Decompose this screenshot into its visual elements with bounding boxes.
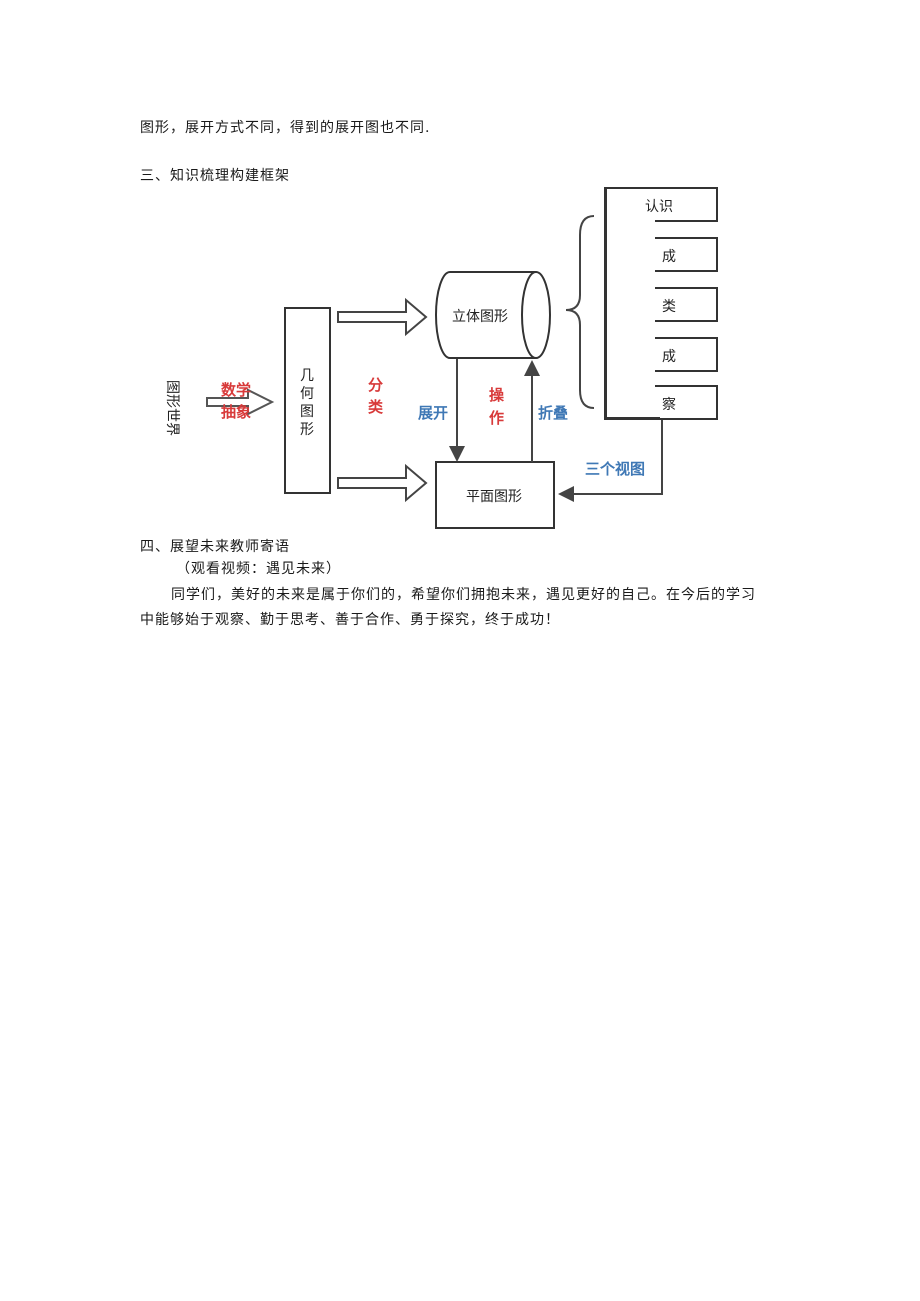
operate-label-2: 作 (489, 409, 504, 427)
section-heading-4: 四、展望未来教师寄语 (140, 539, 290, 555)
closing-paragraph-line-1: 同学们，美好的未来是属于你们的，希望你们拥抱未来，遇见更好的自己。在今后的学习 (171, 587, 756, 603)
list-item-label: 认识 (645, 199, 673, 215)
plane-figure-box (435, 461, 555, 529)
fold-label: 折叠 (538, 404, 568, 422)
list-item-label: 类 (662, 299, 676, 315)
plane-figure-label: 平面图形 (466, 489, 522, 505)
three-views-arrow (558, 420, 663, 502)
geometry-label-4: 形 (300, 422, 314, 438)
geometry-label-1: 几 (300, 368, 314, 384)
abstraction-label: 抽象 (221, 403, 251, 421)
section-heading-3: 三、知识梳理构建框架 (140, 168, 290, 184)
arrow-to-plane (337, 463, 428, 503)
classify-label-2: 类 (368, 398, 384, 416)
closing-paragraph-line-2: 中能够始于观察、勤于思考、善于合作、勇于探究，终于成功！ (140, 612, 560, 628)
list-item-label: 成 (662, 249, 676, 265)
list-item-label: 察 (662, 396, 676, 413)
left-label-part-1: 图形 (164, 380, 180, 408)
arrow-to-solid (337, 297, 428, 337)
geometry-label-3: 图 (300, 404, 314, 420)
geometry-figure-box (284, 307, 331, 494)
classify-label-1: 分 (368, 376, 383, 394)
curly-brace (565, 215, 595, 409)
video-note: （观看视频：遇见未来） (176, 561, 341, 577)
solid-figure-cylinder (435, 271, 551, 359)
knowledge-framework-diagram: 图形 世界 数学 抽象 几 何 图 形 分 类 立体图形 平面图形 展开 操 作… (164, 187, 718, 529)
three-views-label: 三个视图 (585, 460, 645, 478)
left-label-part-2: 世界 (164, 408, 180, 436)
math-label: 数学 (221, 381, 251, 399)
aspect-list: 认识 成 类 成 察 (604, 187, 718, 420)
unfold-label: 展开 (418, 404, 448, 422)
geometry-label-2: 何 (300, 386, 314, 402)
solid-figure-label: 立体图形 (452, 309, 508, 325)
math-abstraction-arrow (206, 388, 275, 416)
operate-label-1: 操 (489, 386, 505, 404)
list-item-label: 成 (662, 349, 676, 365)
text-line-1: 图形，展开方式不同，得到的展开图也不同. (140, 120, 431, 136)
graphics-world-label: 图形 世界 (164, 380, 180, 436)
